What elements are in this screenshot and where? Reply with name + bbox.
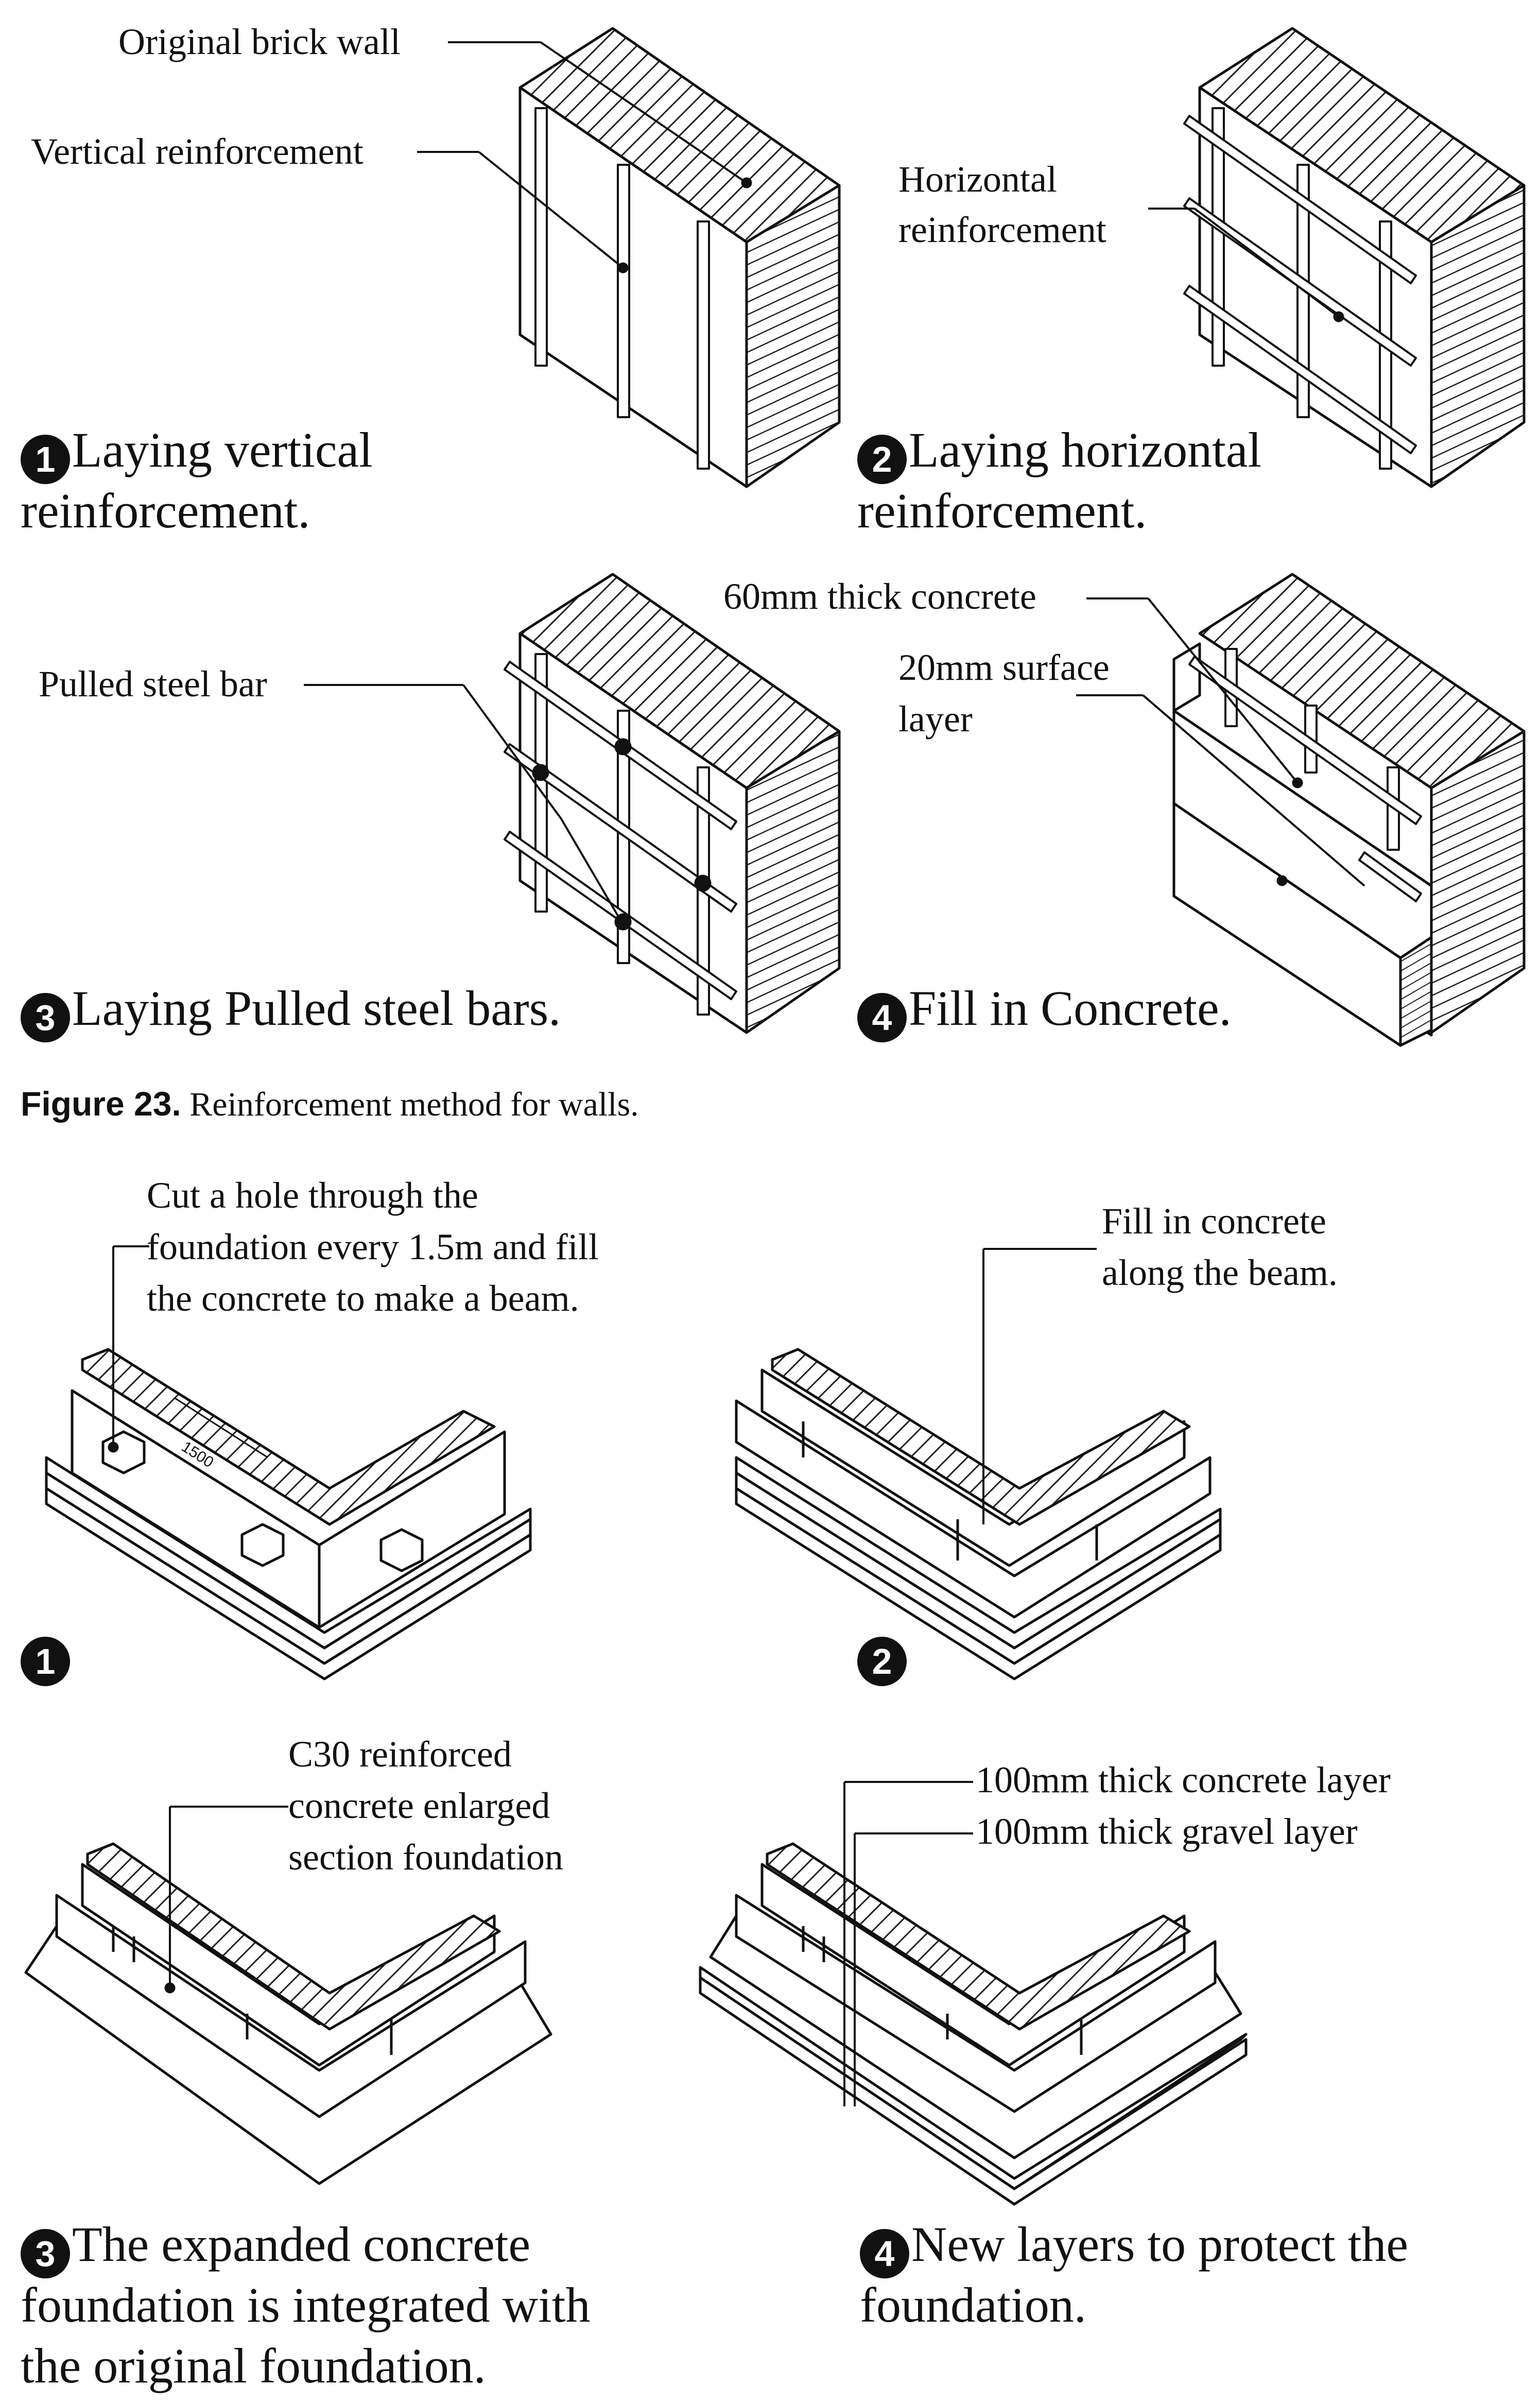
callout-cut-hole-line3: the concrete to make a beam. <box>147 1278 579 1319</box>
figure-caption-label: Figure 23. <box>21 1085 181 1123</box>
callout-original-brick-wall: Original brick wall <box>118 21 401 62</box>
vertical-bars <box>534 107 710 470</box>
callout-cut-hole-line2: foundation every 1.5m and fill <box>147 1226 599 1267</box>
step-number-badge: 4 <box>857 993 907 1042</box>
step-number-badge: 4 <box>860 2229 909 2278</box>
callout-cut-hole-line1: Cut a hole through the <box>147 1175 478 1216</box>
callout-vertical-reinforcement: Vertical reinforcement <box>31 131 364 172</box>
foundation-panel-1 <box>45 1245 532 1680</box>
step-number-badge: 1 <box>21 1637 70 1686</box>
step-text: Laying Pulled steel bars. <box>72 981 561 1036</box>
wall-panel-3 <box>304 573 841 1034</box>
callout-gravel-layer: 100mm thick gravel layer <box>976 1811 1358 1852</box>
step-text: New layers to protect the <box>911 2217 1408 2272</box>
step-text: Fill in Concrete. <box>909 981 1232 1036</box>
foundation-step-3-line2: foundation is integrated with <box>21 2277 591 2332</box>
callout-horizontal-line1: Horizontal <box>898 159 1057 200</box>
step-number-badge: 3 <box>21 2229 70 2278</box>
foundation-step-3-line3: the original foundation. <box>21 2338 486 2393</box>
step-number-badge: 3 <box>21 993 70 1042</box>
step-1-text-line2: reinforcement. <box>21 483 310 538</box>
foundation-step-1: 1 <box>21 1627 72 1686</box>
callout-60mm-concrete: 60mm thick concrete <box>723 576 1036 617</box>
step-number-badge: 2 <box>857 435 907 484</box>
foundation-panel-4 <box>699 1781 1248 2206</box>
wall-panel-1 <box>417 27 841 488</box>
figure-caption: Figure 23. Reinforcement method for wall… <box>21 1087 639 1122</box>
step-number-badge: 2 <box>857 1637 907 1686</box>
callout-20mm-surface-line2: layer <box>898 698 973 740</box>
figure-caption-text: Reinforcement method for walls. <box>181 1086 639 1123</box>
callout-20mm-surface-line1: 20mm surface <box>898 647 1110 688</box>
callout-fill-beam-line1: Fill in concrete <box>1102 1200 1326 1242</box>
step-text: Laying vertical <box>72 422 373 477</box>
callout-pulled-steel-bar: Pulled steel bar <box>39 663 267 705</box>
step-2-text-line2: reinforcement. <box>857 483 1147 538</box>
callout-c30-line3: section foundation <box>288 1837 563 1878</box>
wall-panel-4 <box>1076 573 1526 1047</box>
foundation-panel-3 <box>24 1806 552 2185</box>
callout-c30-line1: C30 reinforced <box>288 1734 512 1775</box>
callout-horizontal-line2: reinforcement <box>898 209 1106 250</box>
step-text: Laying horizontal <box>909 422 1262 477</box>
foundation-panel-2 <box>735 1248 1222 1680</box>
foundation-step-2: 2 <box>857 1627 909 1686</box>
wall-panel-2 <box>1148 27 1526 488</box>
step-number-badge: 1 <box>21 435 70 484</box>
wall-front-face <box>518 86 748 488</box>
foundation-step-4-line2: foundation. <box>860 2277 1086 2332</box>
step-text: The expanded concrete <box>72 2217 531 2272</box>
callout-c30-line2: concrete enlarged <box>288 1785 550 1826</box>
callout-fill-beam-line2: along the beam. <box>1102 1252 1338 1293</box>
callout-concrete-layer: 100mm thick concrete layer <box>976 1759 1391 1800</box>
